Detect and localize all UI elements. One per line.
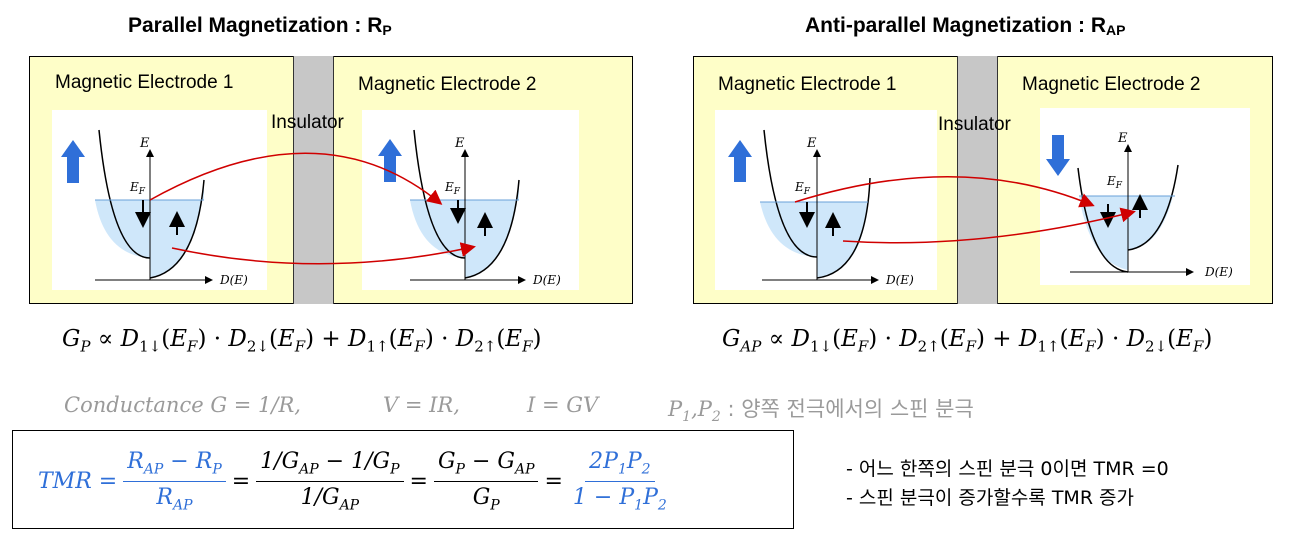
note-zero-polarization: - 어느 한쪽의 스핀 분극 0이면 TMR =0 xyxy=(846,458,1169,480)
right-insulator-label: Insulator xyxy=(938,114,1011,135)
left-title: Parallel Magnetization : RP xyxy=(128,14,392,38)
left-electron-path-2 xyxy=(171,242,476,265)
right-electrode1-label: Magnetic Electrode 1 xyxy=(718,74,897,95)
svg-text:D(E): D(E) xyxy=(1204,265,1233,279)
svg-text:E: E xyxy=(454,136,465,151)
svg-text:EF: EF xyxy=(129,180,146,197)
right-e1-spin-up-arrow xyxy=(728,140,752,182)
svg-text:EF: EF xyxy=(1106,174,1123,191)
antiparallel-conductance-equation: GAP ∝ D1↓(EF) · D2↑(EF) + D1↑(EF) · D2↓(… xyxy=(722,326,1213,356)
tmr-fraction-polarization: 2P1P2 1 − P1P2 xyxy=(572,449,667,513)
left-electrode1-label: Magnetic Electrode 1 xyxy=(55,72,234,93)
note-increasing-polarization: - 스핀 분극이 증가할수록 TMR 증가 xyxy=(846,487,1135,509)
left-electrode2-label: Magnetic Electrode 2 xyxy=(358,74,537,95)
svg-text:E: E xyxy=(139,136,150,151)
tmr-fraction-resistance: RAP − RP RAP xyxy=(123,449,226,513)
svg-text:D(E): D(E) xyxy=(885,273,914,287)
right-e1-dos: E EF D(E) xyxy=(760,129,914,287)
svg-text:EF: EF xyxy=(444,180,461,197)
tmr-fraction-conductance: GP − GAP GP xyxy=(433,449,539,513)
left-e2-dos: E EF D(E) xyxy=(410,129,561,287)
right-electron-path-2 xyxy=(842,207,1136,244)
svg-text:E: E xyxy=(1117,131,1128,146)
svg-text:D(E): D(E) xyxy=(532,273,561,287)
conductance-definition: Conductance G = 1/R, xyxy=(64,393,301,417)
svg-text:D(E): D(E) xyxy=(219,273,248,287)
right-electrode2-label: Magnetic Electrode 2 xyxy=(1022,74,1201,95)
ohms-law: V = IR, xyxy=(383,393,460,417)
svg-text:E: E xyxy=(806,136,817,151)
svg-text:EF: EF xyxy=(794,180,811,197)
spin-polarization-definition: P1,P2 : 양쪽 전극에서의 스핀 분극 xyxy=(668,397,974,426)
left-e2-spin-up-arrow xyxy=(378,139,402,182)
parallel-conductance-equation: GP ∝ D1↓(EF) · D2↓(EF) + D1↑(EF) · D2↑(E… xyxy=(62,326,542,356)
left-e1-dos: E EF D(E) xyxy=(95,129,248,287)
right-electron-path-1 xyxy=(794,176,1095,208)
left-electron-path-1 xyxy=(149,152,443,205)
current-relation: I = GV xyxy=(527,393,599,417)
right-e2-dos: E EF D(E) xyxy=(1070,131,1233,279)
tmr-formula-box xyxy=(12,430,794,529)
left-e1-spin-up-arrow xyxy=(61,140,85,183)
tmr-formula: TMR = RAP − RP RAP = 1/GAP − 1/GP 1/GAP … xyxy=(38,441,677,521)
tmr-fraction-conductance-inverse: 1/GAP − 1/GP 1/GAP xyxy=(256,449,404,513)
right-title: Anti-parallel Magnetization : RAP xyxy=(805,14,1126,38)
left-insulator-label: Insulator xyxy=(271,112,344,133)
right-e2-spin-down-arrow xyxy=(1046,135,1070,176)
